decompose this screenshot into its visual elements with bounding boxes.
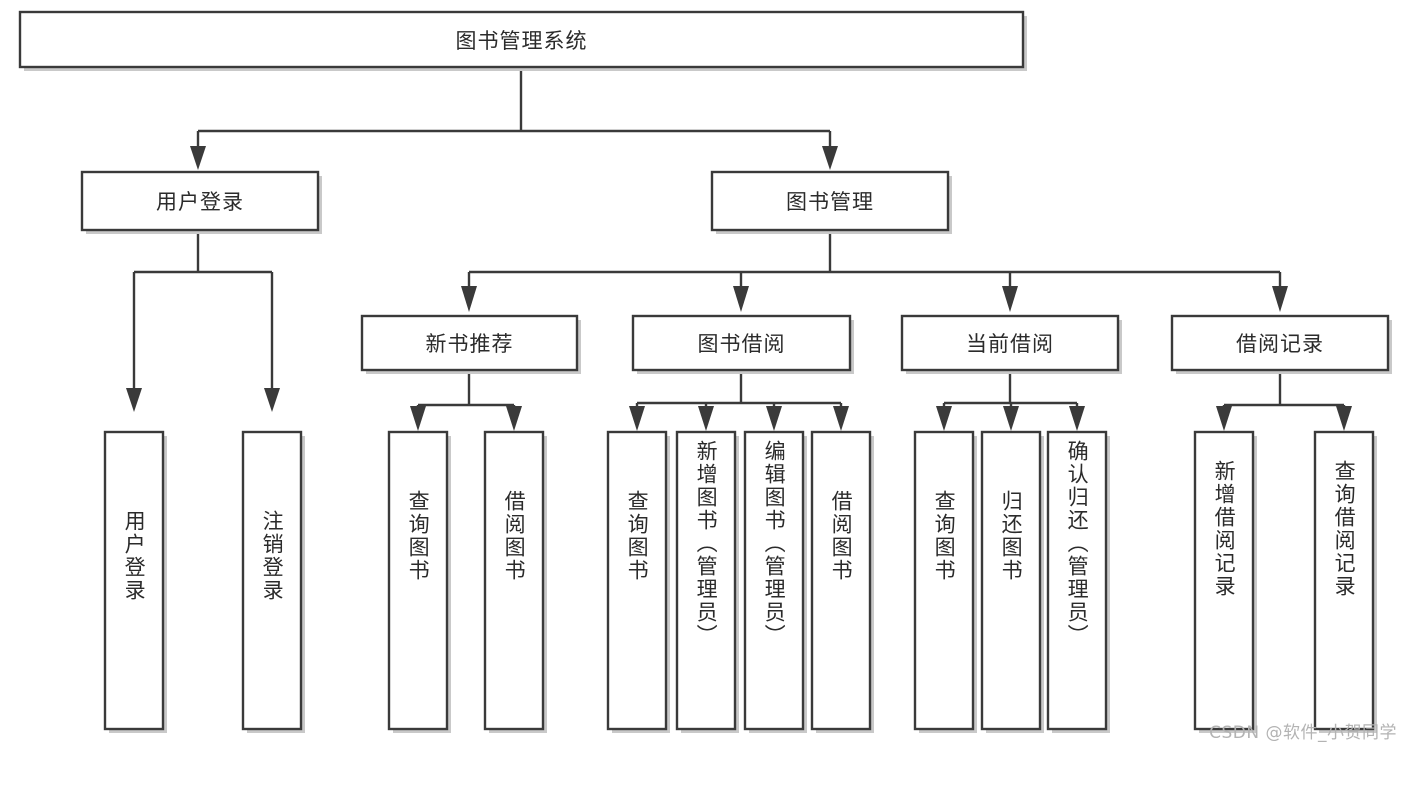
node-leaf-query-book-2[interactable] (606, 430, 668, 731)
arrow-head-book-borrow (733, 286, 749, 312)
node-borrow-record[interactable] (1170, 314, 1390, 372)
node-leaf-return-book[interactable] (980, 430, 1042, 731)
node-leaf-query-book-3[interactable] (913, 430, 975, 731)
node-leaf-query-book-1[interactable] (387, 430, 449, 731)
edge-layer (126, 67, 1352, 431)
node-new-book-recommend[interactable] (360, 314, 579, 372)
node-root[interactable] (18, 10, 1025, 69)
node-leaf-user-logout[interactable] (241, 430, 303, 731)
arrow-head-leaf-add-book (698, 406, 714, 431)
node-leaf-add-record[interactable] (1193, 430, 1255, 731)
node-user-login[interactable] (80, 170, 320, 232)
arrow-head-leaf-confirm-return (1069, 406, 1085, 431)
arrow-head-leaf-user-logout (264, 388, 280, 412)
arrow-head-leaf-query-book-1 (410, 406, 426, 431)
arrow-head-borrow-record (1272, 286, 1288, 312)
node-book-borrow[interactable] (631, 314, 852, 372)
node-leaf-query-record[interactable] (1313, 430, 1375, 731)
arrow-head-user-login (190, 146, 206, 170)
watermark: CSDN @软件_小贺同学 (1209, 723, 1397, 743)
arrow-head-leaf-query-book-3 (936, 406, 952, 431)
node-current-borrow[interactable] (900, 314, 1120, 372)
arrow-head-leaf-edit-book (766, 406, 782, 431)
arrow-head-new-book-recommend (461, 286, 477, 312)
arrow-head-leaf-return-book (1003, 406, 1019, 431)
arrow-head-leaf-borrow-book-1 (506, 406, 522, 431)
node-leaf-user-login[interactable] (103, 430, 165, 731)
arrow-head-leaf-query-book-2 (629, 406, 645, 431)
node-leaf-edit-book[interactable] (743, 430, 805, 731)
node-leaf-add-book[interactable] (675, 430, 737, 731)
arrow-head-leaf-query-record (1336, 406, 1352, 431)
node-layer (18, 10, 1392, 733)
arrow-head-leaf-borrow-book-2 (833, 406, 849, 431)
node-book-management[interactable] (710, 170, 950, 232)
node-leaf-confirm-return[interactable] (1046, 430, 1108, 731)
node-leaf-borrow-book-2[interactable] (810, 430, 872, 731)
node-leaf-borrow-book-1[interactable] (483, 430, 545, 731)
arrow-head-current-borrow (1002, 286, 1018, 312)
arrow-head-leaf-user-login (126, 388, 142, 412)
arrow-head-book-management (822, 146, 838, 170)
arrow-head-leaf-add-record (1216, 406, 1232, 431)
hierarchy-diagram (18, 10, 1392, 733)
